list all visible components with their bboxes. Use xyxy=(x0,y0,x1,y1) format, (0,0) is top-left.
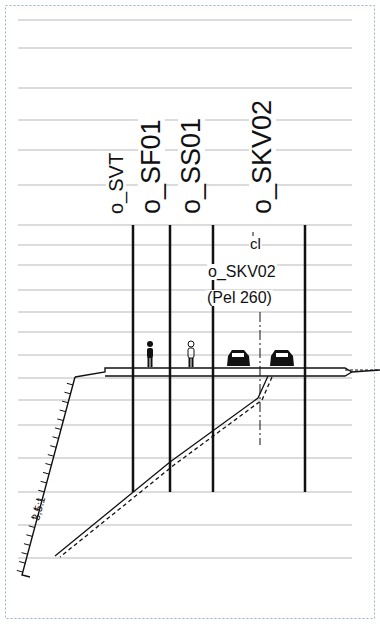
annotation-label: (Pel 260) xyxy=(206,290,273,306)
slope-tick xyxy=(48,455,54,457)
grid-line xyxy=(18,20,352,21)
slope-tick xyxy=(45,464,51,466)
column-label: o_SKV02 xyxy=(249,99,276,215)
slope-tick xyxy=(57,419,63,421)
slope-tick xyxy=(41,481,47,483)
slope-tick xyxy=(24,544,30,546)
grid-lines xyxy=(18,20,352,558)
slope-ratio: 3,5:1 xyxy=(30,494,47,522)
grid-line xyxy=(18,312,352,313)
grid-line xyxy=(18,492,352,493)
slope-tick xyxy=(22,553,28,555)
slope-tick xyxy=(64,392,70,394)
slope-tick xyxy=(19,562,25,564)
road xyxy=(75,368,380,377)
slope-tick xyxy=(62,401,68,403)
slope-tick xyxy=(29,526,35,528)
column-lines xyxy=(133,225,305,492)
annotation-label: cl xyxy=(249,236,262,251)
slope-tick xyxy=(50,446,56,448)
slope-tick xyxy=(67,383,73,385)
grid-line xyxy=(18,225,352,226)
excavation-line xyxy=(55,376,272,557)
grid-line xyxy=(18,425,352,426)
slope-tick xyxy=(26,535,32,537)
slope-tick xyxy=(53,437,59,439)
grid-line xyxy=(18,355,352,356)
annotation-label: o_SKV02 xyxy=(207,264,277,280)
column-label: o_SVT xyxy=(106,152,126,215)
slope-tick xyxy=(38,490,44,492)
grid-line xyxy=(18,48,352,49)
slope-tick xyxy=(55,428,61,430)
grid-line xyxy=(18,88,352,89)
grid-line xyxy=(18,525,352,526)
grid-line xyxy=(18,558,352,559)
grid-line xyxy=(18,378,352,379)
column-label: o_SS01 xyxy=(178,117,205,215)
slope-tick xyxy=(43,472,49,474)
slope-tick xyxy=(60,410,66,412)
slope-tick xyxy=(17,570,23,572)
column-label: o_SF01 xyxy=(138,118,165,215)
grid-line xyxy=(18,265,352,266)
grid-line xyxy=(18,332,352,333)
frame xyxy=(6,6,375,619)
grid-line xyxy=(18,290,352,291)
figures xyxy=(147,341,294,367)
grid-line xyxy=(18,245,352,246)
